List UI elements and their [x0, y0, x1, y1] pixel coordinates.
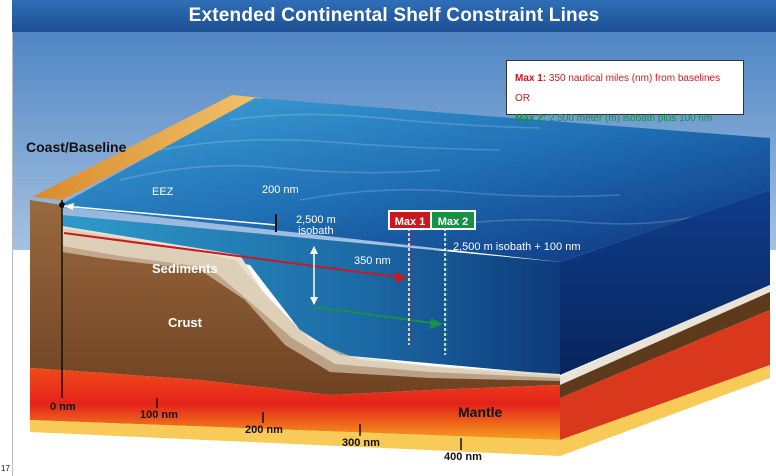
- legend-max2-text: 2,500 meter (m) isobath plus 100 nm: [546, 113, 713, 124]
- page-title: Extended Continental Shelf Constraint Li…: [12, 0, 776, 32]
- legend-box: Max 1: 350 nautical miles (nm) from base…: [506, 60, 744, 124]
- legend-max1-label: Max 1:: [515, 73, 547, 84]
- legend-max1-text: 350 nautical miles (nm) from baselines O…: [515, 73, 721, 104]
- legend-max2: Max 2: 2,500 meter (m) isobath plus 100 …: [515, 109, 735, 129]
- sediments-label: Sediments: [152, 261, 218, 276]
- scale-100nm: 100 nm: [140, 409, 178, 421]
- scale-300nm: 300 nm: [342, 437, 380, 449]
- left-edge-strip: [0, 0, 13, 476]
- isobath-label-line1: 2,500 m: [296, 214, 336, 226]
- scale-200nm: 200 nm: [245, 424, 283, 436]
- mantle-label: Mantle: [458, 404, 503, 420]
- eez-label: EEZ: [152, 186, 174, 198]
- page-number: 17: [1, 464, 10, 473]
- isobath-plus-label: 2,500 m isobath + 100 nm: [453, 241, 581, 253]
- max1-tag: Max 1: [388, 210, 432, 230]
- scale-0nm: 0 nm: [50, 401, 76, 413]
- scale-400nm: 400 nm: [444, 451, 482, 463]
- isobath-label-line2: isobath: [298, 225, 334, 237]
- nm350-label: 350 nm: [354, 255, 391, 267]
- coast-baseline-label: Coast/Baseline: [26, 139, 127, 155]
- max2-tag: Max 2: [430, 210, 476, 230]
- isobath-label: 2,500 m isobath: [296, 215, 336, 237]
- nm200-label: 200 nm: [262, 184, 299, 196]
- legend-max1: Max 1: 350 nautical miles (nm) from base…: [515, 69, 735, 109]
- crust-label: Crust: [168, 315, 202, 330]
- legend-max2-label: Max 2:: [515, 113, 547, 124]
